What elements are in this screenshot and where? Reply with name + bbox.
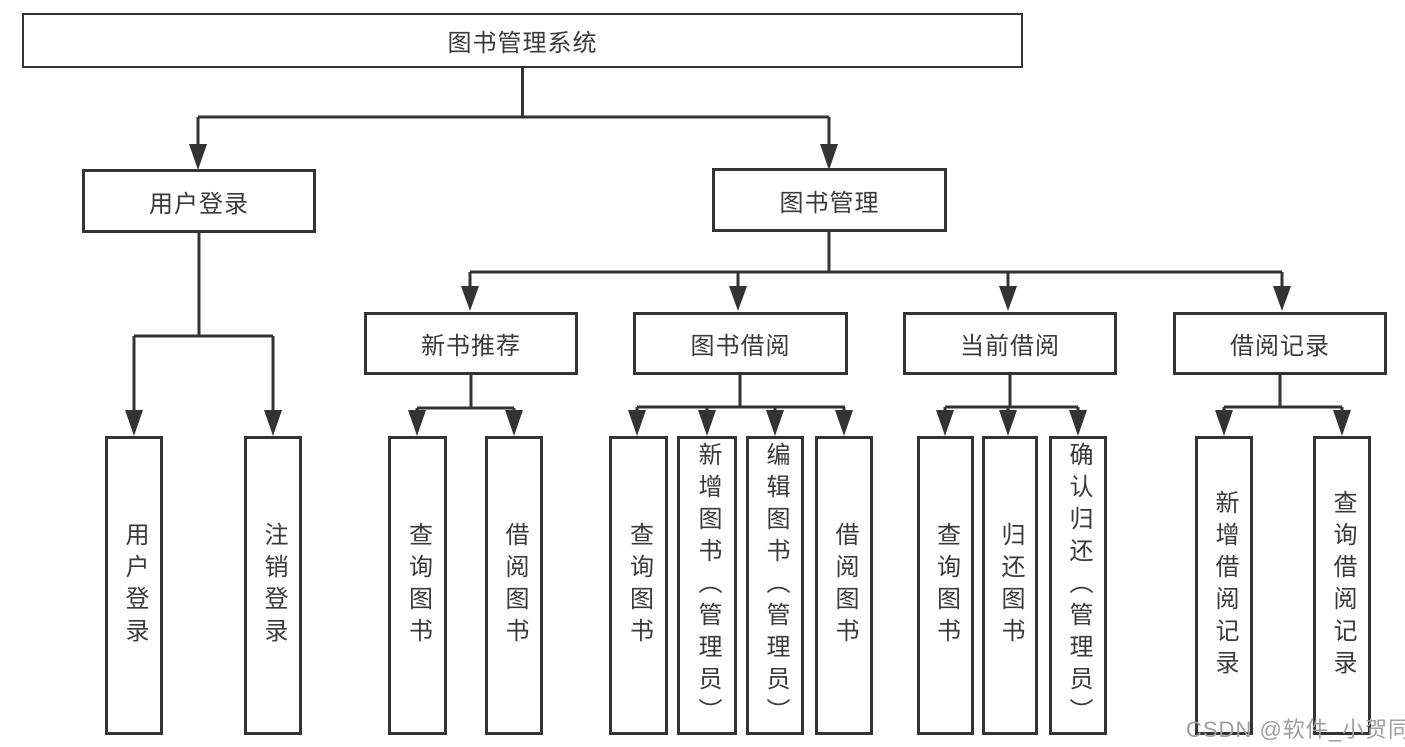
- leaf-newbook-borrow-books-label: 借阅图书: [501, 521, 528, 650]
- leaf-newbook-query-books-label: 查询图书: [404, 521, 432, 650]
- leaf-borrow-borrow-books-label: 借阅图书: [831, 521, 858, 650]
- leaf-user-login: 用户登录: [105, 436, 163, 735]
- leaf-user-login-label: 用户登录: [121, 521, 148, 650]
- connector-current-to-leaves: [943, 375, 1080, 414]
- arrowheads-current-to-leaves: [936, 410, 1087, 436]
- arrowheads-login-to-leaves: [125, 410, 282, 436]
- node-user-login: 用户登录: [82, 169, 316, 233]
- connector-root-to-level2: [196, 68, 831, 146]
- leaf-borrow-edit-books-admin-label: 编辑图书（管理员）: [762, 441, 789, 730]
- connector-borrow-to-leaves: [635, 375, 846, 414]
- arrowheads-borrow-to-leaves: [628, 410, 853, 436]
- leaf-record-query-label: 查询借阅记录: [1329, 489, 1356, 682]
- node-book-borrow: 图书借阅: [633, 312, 848, 375]
- leaf-logout-label: 注销登录: [260, 521, 287, 650]
- arrowheads-record-to-leaves: [1215, 410, 1351, 436]
- node-book-borrow-label: 图书借阅: [690, 333, 791, 360]
- node-new-book-recommend: 新书推荐: [364, 312, 578, 375]
- leaf-record-query: 查询借阅记录: [1313, 436, 1371, 735]
- node-current-borrow: 当前借阅: [903, 312, 1117, 375]
- connector-login-to-leaves: [132, 233, 275, 412]
- leaf-current-confirm-return-admin-label: 确认归还（管理员）: [1065, 441, 1092, 730]
- node-new-book-recommend-label: 新书推荐: [421, 333, 521, 360]
- connector-newbook-to-leaves: [415, 375, 516, 414]
- node-book-management: 图书管理: [712, 168, 947, 232]
- node-current-borrow-label: 当前借阅: [960, 333, 1060, 360]
- node-library-system-label: 图书管理系统: [447, 30, 598, 57]
- leaf-newbook-query-books: 查询图书: [388, 436, 447, 735]
- arrowheads-newbook-to-leaves: [408, 410, 523, 436]
- leaf-borrow-edit-books-admin: 编辑图书（管理员）: [746, 436, 804, 735]
- node-library-system: 图书管理系统: [22, 13, 1023, 68]
- arrowheads-root-to-level2: [189, 144, 838, 170]
- node-user-login-label: 用户登录: [149, 190, 249, 218]
- leaf-borrow-query-books: 查询图书: [609, 436, 668, 735]
- arrowheads-management-to-level3: [461, 286, 1291, 311]
- leaf-borrow-add-books-admin: 新增图书（管理员）: [677, 436, 737, 735]
- leaf-current-query-books-label: 查询图书: [932, 521, 960, 650]
- leaf-current-return-books: 归还图书: [982, 436, 1038, 735]
- csdn-watermark: CSDN @软件_小贺同学: [1186, 717, 1405, 742]
- leaf-current-confirm-return-admin: 确认归还（管理员）: [1049, 436, 1107, 735]
- connector-record-to-leaves: [1222, 375, 1344, 414]
- leaf-newbook-borrow-books: 借阅图书: [485, 436, 543, 735]
- leaf-borrow-query-books-label: 查询图书: [625, 521, 653, 650]
- connector-management-to-level3: [468, 232, 1284, 288]
- leaf-current-return-books-label: 归还图书: [997, 521, 1024, 650]
- node-borrow-record-label: 借阅记录: [1230, 333, 1330, 360]
- leaf-record-add-label: 新增借阅记录: [1211, 489, 1238, 682]
- node-borrow-record: 借阅记录: [1173, 312, 1387, 375]
- leaf-borrow-borrow-books: 借阅图书: [815, 436, 873, 735]
- node-book-management-label: 图书管理: [779, 189, 880, 217]
- leaf-record-add: 新增借阅记录: [1195, 436, 1253, 735]
- leaf-current-query-books: 查询图书: [917, 436, 974, 735]
- leaf-borrow-add-books-admin-label: 新增图书（管理员）: [694, 441, 721, 730]
- leaf-logout: 注销登录: [244, 436, 302, 735]
